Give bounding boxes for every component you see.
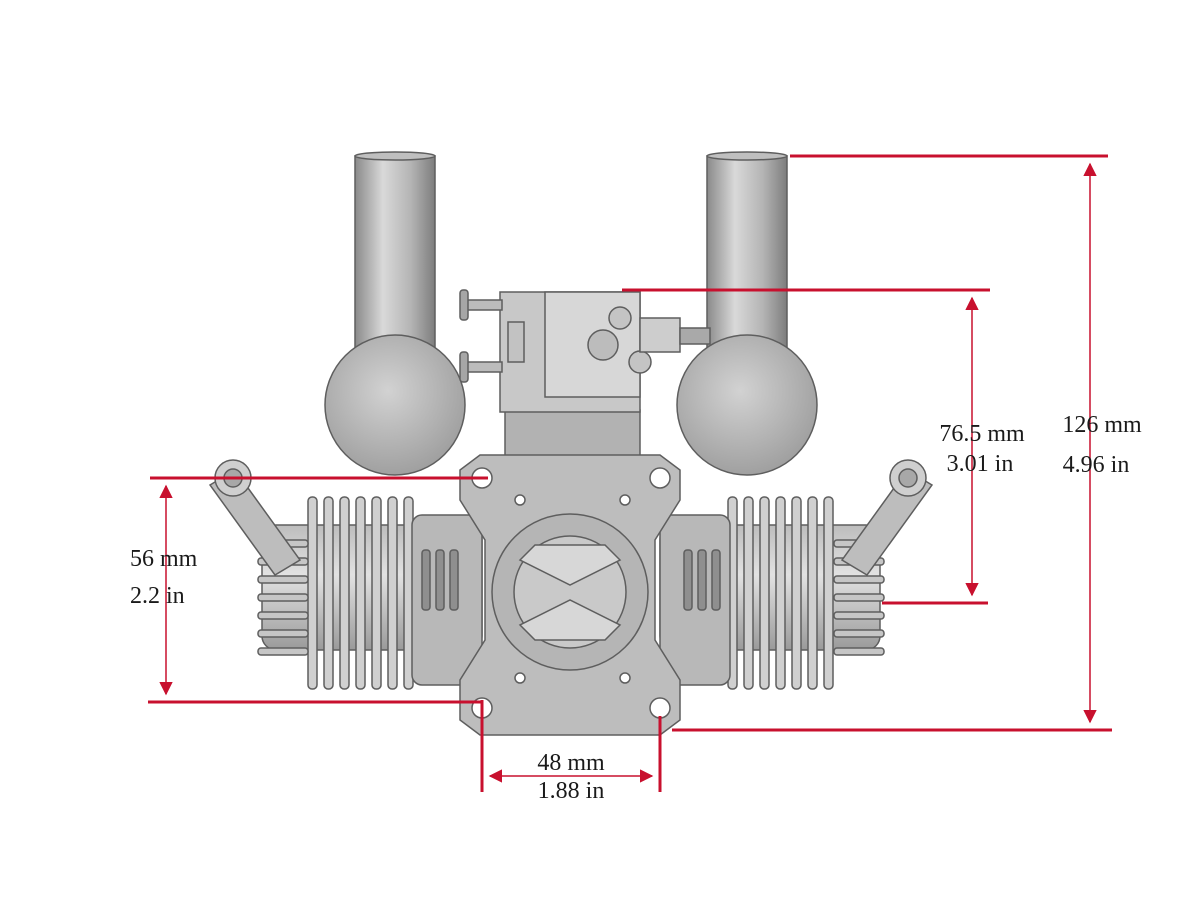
mounting-plate bbox=[459, 454, 681, 736]
dimension-lines bbox=[148, 154, 1112, 792]
mount-width-mm-label: 48 mm bbox=[537, 750, 605, 776]
carb-height-mm-label: 76.5 mm bbox=[939, 421, 1025, 447]
right-cylinder bbox=[659, 496, 885, 690]
dimension-labels: 126 mm 4.96 in 76.5 mm 3.01 in 56 mm 2.2… bbox=[130, 412, 1142, 804]
right-cylinder-fins bbox=[727, 496, 834, 690]
mount-height-mm-label: 56 mm bbox=[130, 546, 198, 572]
right-spark-plug bbox=[840, 459, 934, 576]
right-air-filter bbox=[676, 334, 818, 476]
carb-height-in-label: 3.01 in bbox=[947, 451, 1014, 477]
carburetor bbox=[459, 289, 711, 481]
left-cylinder-fins bbox=[307, 496, 414, 690]
total-height-mm-label: 126 mm bbox=[1062, 412, 1142, 438]
mount-height-in-label: 2.2 in bbox=[130, 583, 185, 609]
left-cylinder bbox=[257, 496, 483, 690]
left-air-filter bbox=[324, 334, 466, 476]
engine-illustration bbox=[208, 151, 934, 736]
total-height-in-label: 4.96 in bbox=[1063, 452, 1130, 478]
mount-width-in-label: 1.88 in bbox=[538, 778, 605, 804]
